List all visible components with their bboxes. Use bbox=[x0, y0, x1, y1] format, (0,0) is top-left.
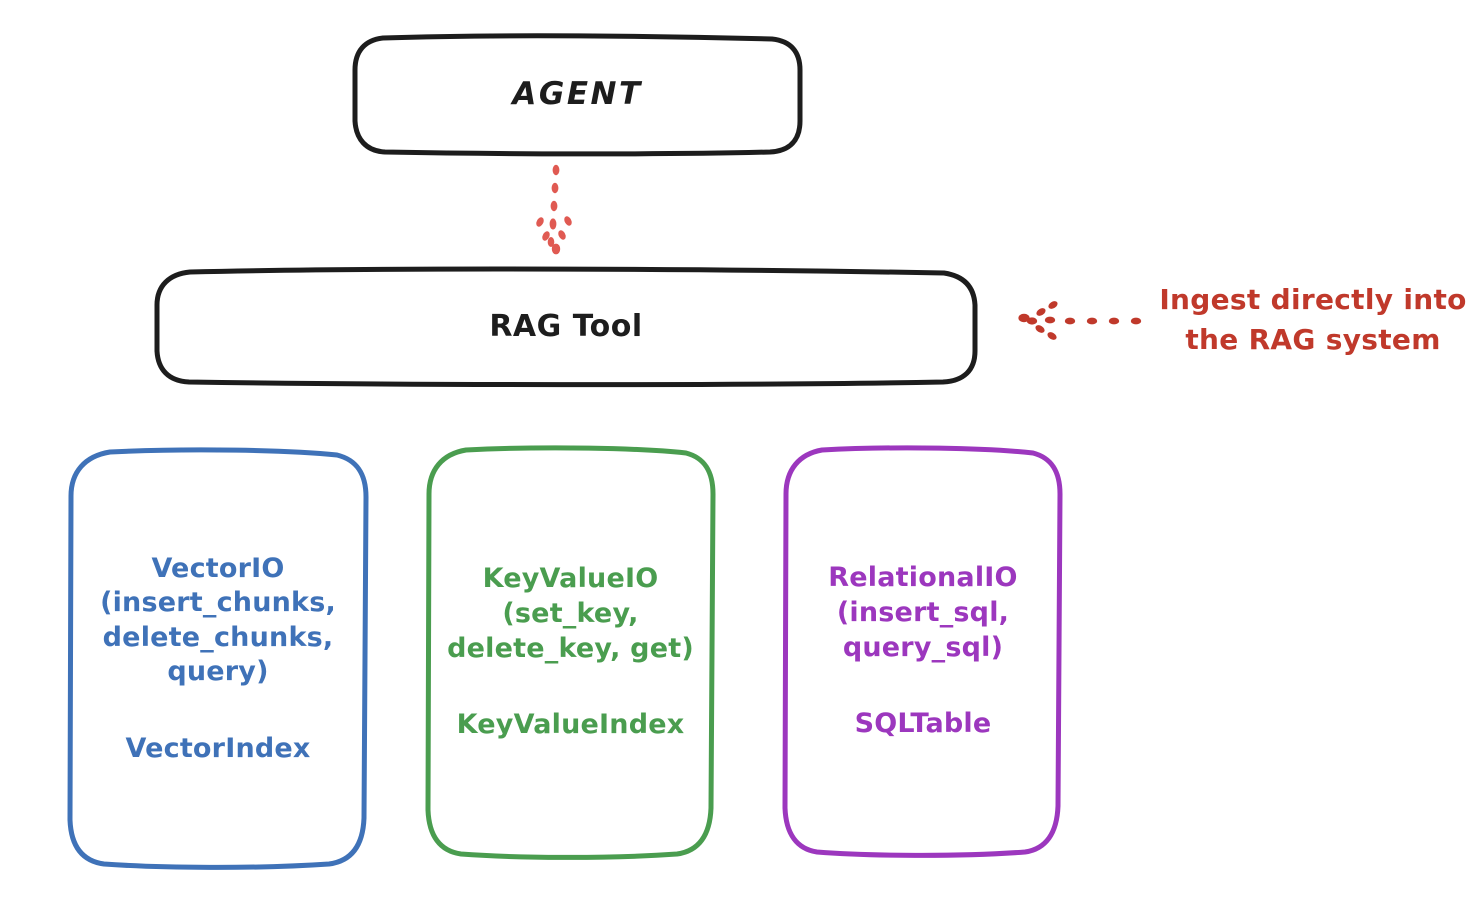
vector-io-label: VectorIO (insert_chunks, delete_chunks, … bbox=[70, 452, 366, 866]
agent-to-rag-connector bbox=[536, 164, 572, 255]
key-value-io-api-label: KeyValueIO (set_key, delete_key, get) bbox=[447, 563, 694, 664]
ingest-annotation-text: Ingest directly into the RAG system bbox=[1159, 283, 1467, 356]
relational-io-api-label: RelationalIO (insert_sql, query_sql) bbox=[828, 562, 1018, 663]
key-value-io-label: KeyValueIO (set_key, delete_key, get) Ke… bbox=[428, 450, 713, 855]
vector-io-api-label: VectorIO (insert_chunks, delete_chunks, … bbox=[100, 552, 336, 688]
rag-tool-box[interactable] bbox=[154, 266, 978, 388]
agent-box[interactable] bbox=[352, 33, 803, 157]
sql-table-label: SQLTable bbox=[854, 708, 992, 740]
key-value-index-label: KeyValueIndex bbox=[456, 709, 685, 741]
vector-io-card[interactable] bbox=[67, 447, 369, 870]
ingest-to-rag-connector bbox=[1018, 301, 1142, 340]
vector-index-label: VectorIndex bbox=[125, 732, 311, 764]
key-value-io-card[interactable] bbox=[425, 445, 716, 860]
relational-io-card[interactable] bbox=[782, 445, 1063, 858]
relational-io-label: RelationalIO (insert_sql, query_sql) SQL… bbox=[785, 450, 1061, 853]
